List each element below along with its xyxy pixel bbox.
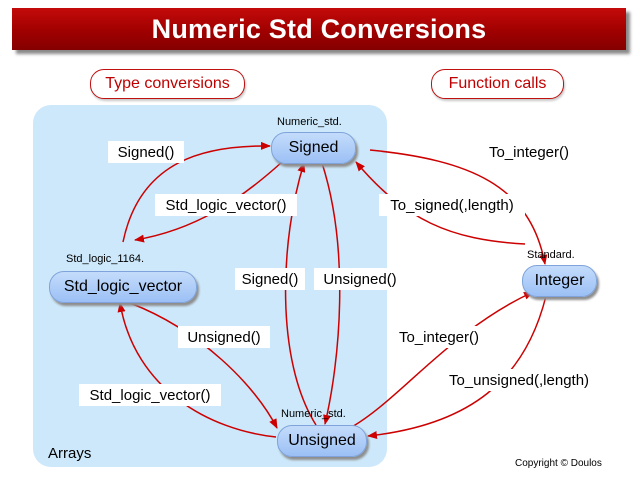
label-integer-to-unsigned: To_unsigned(,length) — [438, 369, 600, 391]
arrow-unsigned-to-slv — [117, 302, 277, 438]
std-logic-vector-package-label: Std_logic_1164. — [66, 253, 145, 265]
label-unsigned-to-slv: Std_logic_vector() — [79, 384, 221, 406]
arrow-unsigned-to-integer — [349, 291, 534, 429]
arrow-slv-to-unsigned — [129, 302, 278, 429]
function-calls-header: Function calls — [431, 69, 564, 99]
label-slv-to-signed: Signed() — [108, 141, 184, 163]
std-logic-vector-node: Std_logic_vector — [49, 271, 197, 303]
arrow-integer-to-unsigned — [367, 295, 547, 440]
arrow-integer-to-signed — [355, 161, 526, 245]
arrow-slv-to-signed — [122, 141, 271, 243]
signed-node: Signed — [271, 132, 356, 164]
integer-package-label: Standard. — [527, 249, 575, 261]
unsigned-package-label: Numeric_std. — [281, 408, 346, 420]
arrays-label: Arrays — [48, 445, 92, 462]
label-unsigned-to-integer: To_integer() — [391, 326, 487, 348]
arrow-signed-to-integer — [369, 149, 548, 265]
title-bar: Numeric Std Conversions — [12, 8, 626, 50]
label-signed-to-unsigned: Unsigned() — [314, 268, 406, 290]
label-unsigned-to-signed: Signed() — [235, 268, 305, 290]
label-integer-to-signed: To_signed(,length) — [379, 194, 525, 216]
arrow-signed-to-unsigned — [321, 162, 341, 425]
type-conversions-header: Type conversions — [90, 69, 245, 99]
page-title: Numeric Std Conversions — [151, 13, 487, 44]
integer-node: Integer — [522, 265, 597, 297]
label-signed-to-slv: Std_logic_vector() — [155, 194, 297, 216]
copyright-notice: Copyright © Doulos — [515, 458, 602, 469]
signed-package-label: Numeric_std. — [277, 116, 342, 128]
label-slv-to-unsigned: Unsigned() — [178, 326, 270, 348]
unsigned-node: Unsigned — [277, 425, 367, 457]
label-signed-to-integer: To_integer() — [480, 141, 578, 163]
